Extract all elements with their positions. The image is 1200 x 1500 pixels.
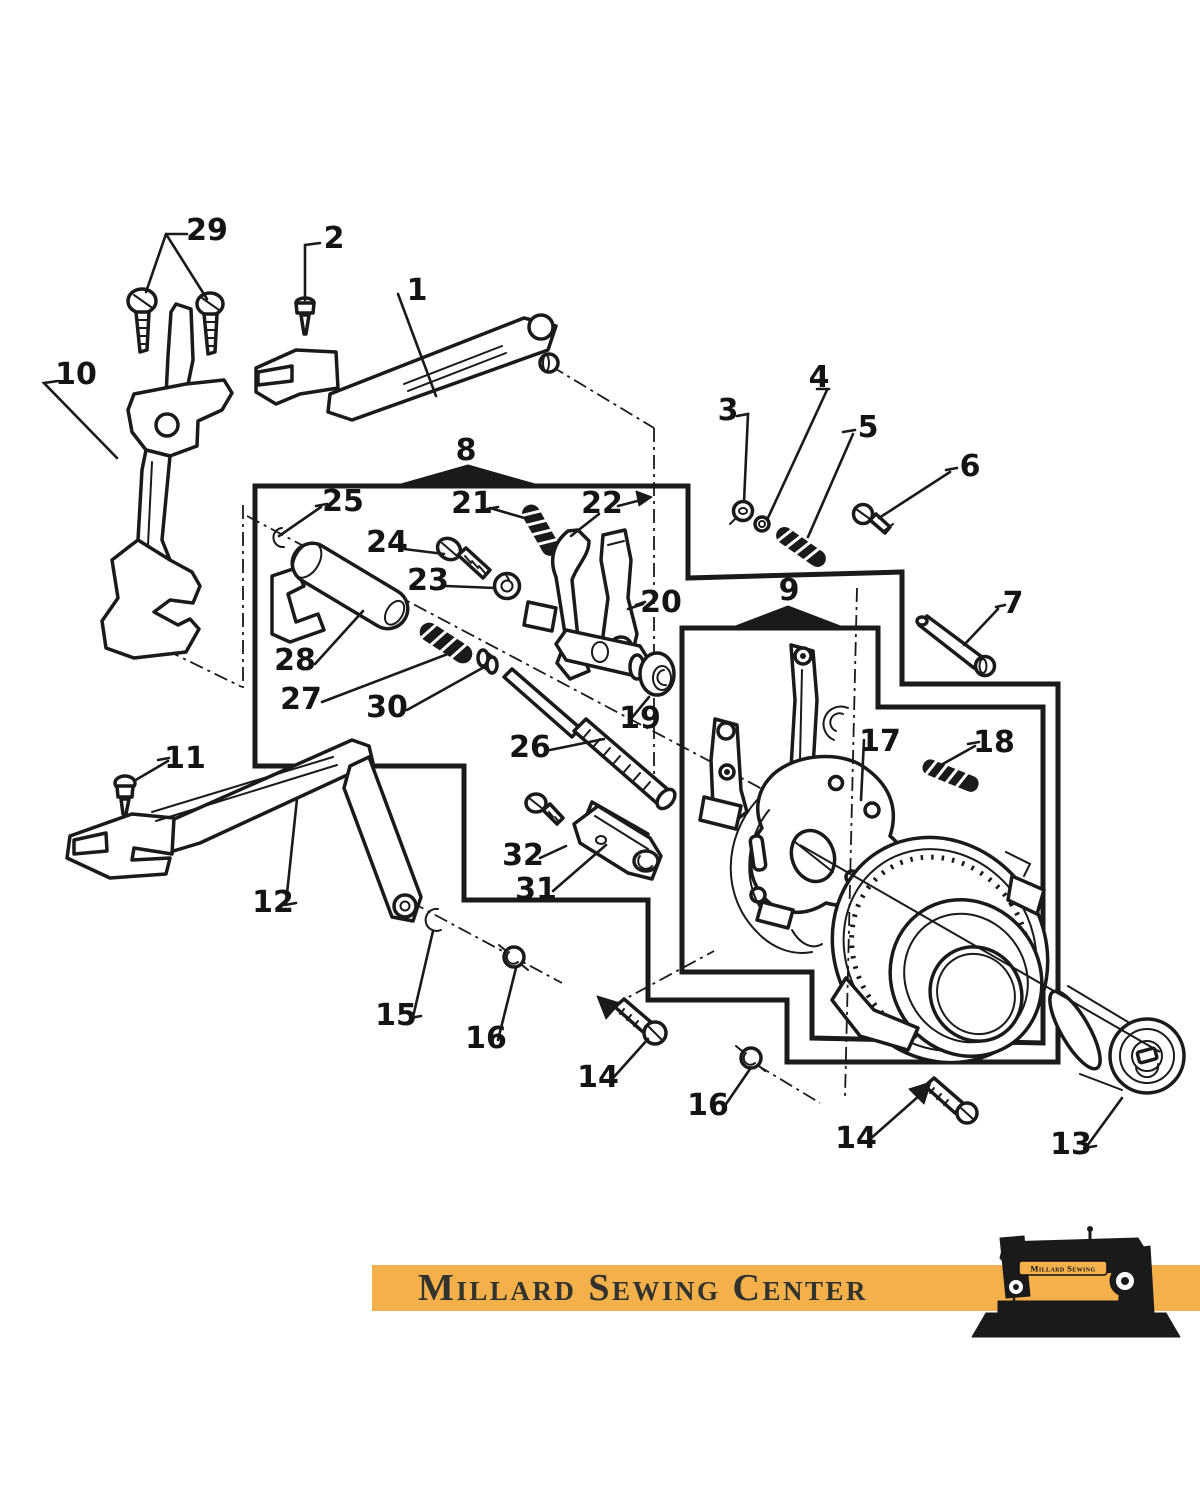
group-outline-9 <box>679 605 1046 1046</box>
callout-13: 13 <box>1050 1127 1092 1162</box>
callout-19: 19 <box>619 701 661 736</box>
part-clip-17 <box>822 705 849 741</box>
part-nut-16a <box>498 944 529 971</box>
part-cylinder-28 <box>270 541 410 644</box>
callout-21: 21 <box>451 486 493 521</box>
callout-26: 26 <box>509 730 551 765</box>
part-stud-11 <box>113 774 137 816</box>
part-clip-15 <box>424 907 442 932</box>
part-spring-18 <box>922 758 979 792</box>
callout-5: 5 <box>858 410 879 445</box>
callout-31: 31 <box>515 872 557 907</box>
part-screw-14b <box>923 1076 979 1125</box>
part-nut-3 <box>729 499 755 525</box>
group-8-marker-triangle <box>393 464 543 487</box>
part-slide-block <box>522 600 652 679</box>
part-stud-2 <box>294 296 316 336</box>
sewing-machine-logo: Millard Sewing <box>971 1226 1181 1338</box>
callout-17: 17 <box>859 724 901 759</box>
callout-27: 27 <box>280 682 322 717</box>
part-screw-24 <box>435 536 492 580</box>
part-roller-19 <box>628 651 676 697</box>
part-lever-1 <box>254 313 560 422</box>
callout-24: 24 <box>366 525 408 560</box>
group-outline-8 <box>252 464 1061 1065</box>
callout-8: 8 <box>456 433 477 468</box>
callout-18: 18 <box>973 725 1015 760</box>
part-screw-6 <box>851 502 894 535</box>
callout-6: 6 <box>960 449 981 484</box>
part-hook-drum <box>830 835 1050 1065</box>
banner-title: Millard Sewing Center <box>418 1267 868 1309</box>
callout-labels: 29 2 1 10 3 4 5 6 8 25 21 22 24 23 9 20 … <box>55 213 1092 1162</box>
callout-23: 23 <box>407 563 449 598</box>
logo-label-text: Millard Sewing <box>1030 1264 1095 1274</box>
callout-7: 7 <box>1003 586 1024 621</box>
callout-29: 29 <box>186 213 228 248</box>
callout-30: 30 <box>366 690 408 725</box>
callout-25: 25 <box>322 484 364 519</box>
callout-32: 32 <box>502 838 544 873</box>
callout-22: 22 <box>581 486 623 521</box>
callout-16a: 16 <box>465 1021 507 1056</box>
part-lever-12 <box>65 738 423 923</box>
part-guide-31 <box>572 800 663 881</box>
part-washer-23 <box>492 571 522 601</box>
callout-9: 9 <box>779 573 800 608</box>
part-clip-25 <box>272 527 285 549</box>
banner: Millard Sewing Center Millard Sewing <box>372 1226 1200 1338</box>
group-9-marker-triangle <box>732 605 844 628</box>
part-screw-14a <box>596 995 668 1046</box>
callout-1: 1 <box>407 273 428 308</box>
callout-15: 15 <box>375 998 417 1033</box>
callout-2: 2 <box>324 221 345 256</box>
callout-10: 10 <box>55 357 97 392</box>
part-screws-29 <box>126 287 225 356</box>
axis-lines-front <box>799 587 1161 1099</box>
callout-12: 12 <box>252 885 294 920</box>
part-link-lower <box>698 717 749 831</box>
callout-14b: 14 <box>835 1121 877 1156</box>
leader-lines <box>41 232 1124 1150</box>
callout-20: 20 <box>640 585 682 620</box>
callout-28: 28 <box>274 643 316 678</box>
part-screw-32 <box>524 792 565 826</box>
part-brake-band <box>729 799 823 954</box>
callout-16b: 16 <box>687 1088 729 1123</box>
callout-4: 4 <box>809 360 830 395</box>
part-lever-10 <box>100 302 234 660</box>
part-spring-5 <box>774 527 826 567</box>
part-nut-16b <box>735 1045 766 1072</box>
part-pin-7 <box>915 614 997 678</box>
callout-14a: 14 <box>577 1060 619 1095</box>
part-bobbin-case-13 <box>1048 985 1186 1095</box>
logo-label-plate <box>1018 1260 1108 1276</box>
part-spring-27 <box>418 622 473 664</box>
callout-11: 11 <box>164 741 206 776</box>
part-washer-4 <box>753 515 771 533</box>
callout-3: 3 <box>718 393 739 428</box>
